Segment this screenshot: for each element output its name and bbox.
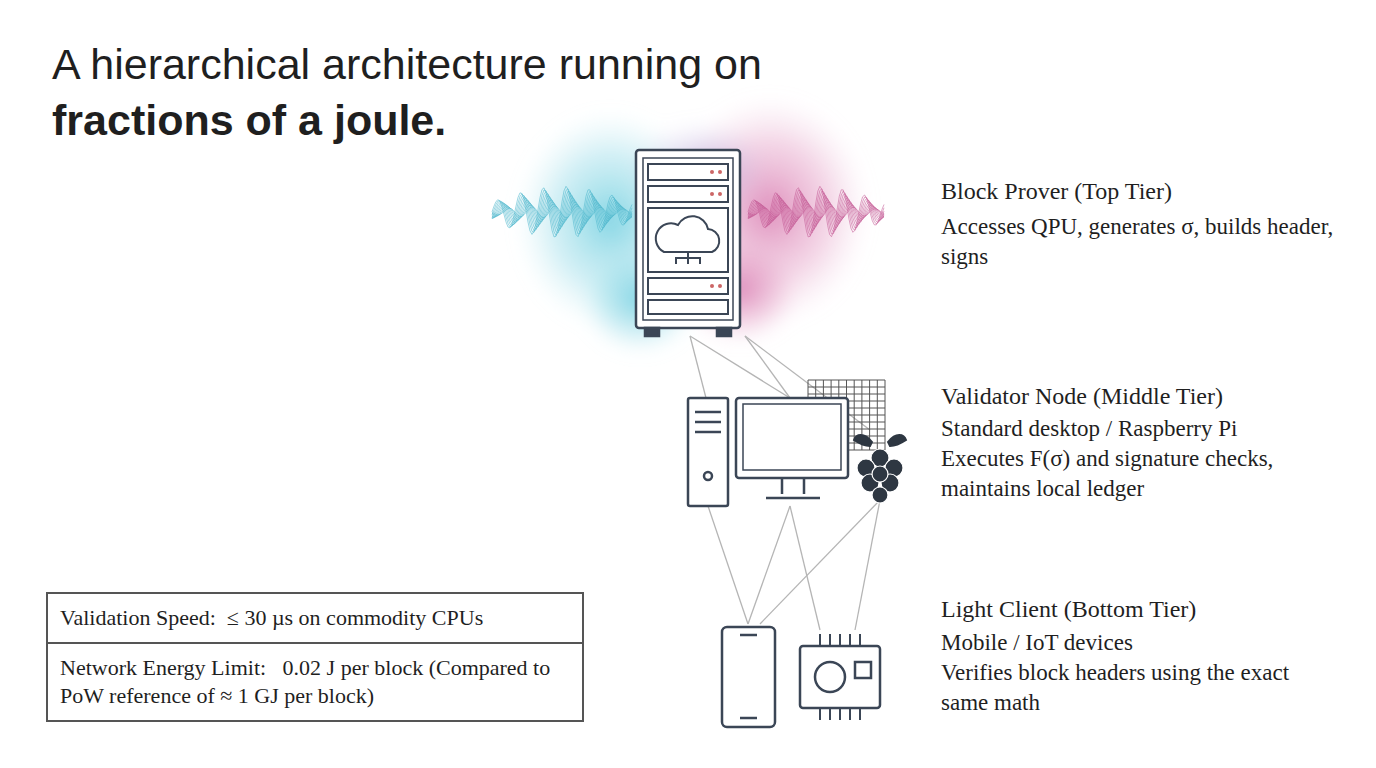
tier-description: Mobile / IoT devices — [941, 628, 1341, 658]
title-emphasis: fractions of a joule. — [52, 96, 446, 145]
stat-row: Validation Speed: ≤ 30 µs on commodity C… — [48, 594, 582, 642]
smartphone — [722, 627, 775, 727]
monitor — [736, 398, 848, 498]
stats-box: Validation Speed: ≤ 30 µs on commodity C… — [46, 592, 584, 722]
tier-description: Executes F(σ) and signature checks, main… — [941, 444, 1341, 504]
tier-description: Verifies block headers using the exact s… — [941, 658, 1341, 718]
server-rack — [636, 150, 740, 336]
tier-description: Standard desktop / Raspberry Pi — [941, 414, 1341, 444]
tier-heading: Light Client (Bottom Tier) — [941, 596, 1196, 623]
title: A hierarchical architecture running on — [52, 40, 762, 89]
desktop-tower — [688, 398, 728, 506]
tier-heading: Validator Node (Middle Tier) — [941, 383, 1223, 410]
iot-board — [800, 634, 880, 720]
tier-heading: Block Prover (Top Tier) — [941, 178, 1172, 205]
stat-row: Network Energy Limit: 0.02 J per block (… — [48, 642, 582, 720]
wave-line — [492, 186, 632, 237]
wave-line — [748, 186, 884, 237]
raspberry-pi-logo — [854, 435, 906, 503]
tier-description: Accesses QPU, generates σ, builds header… — [941, 212, 1341, 272]
